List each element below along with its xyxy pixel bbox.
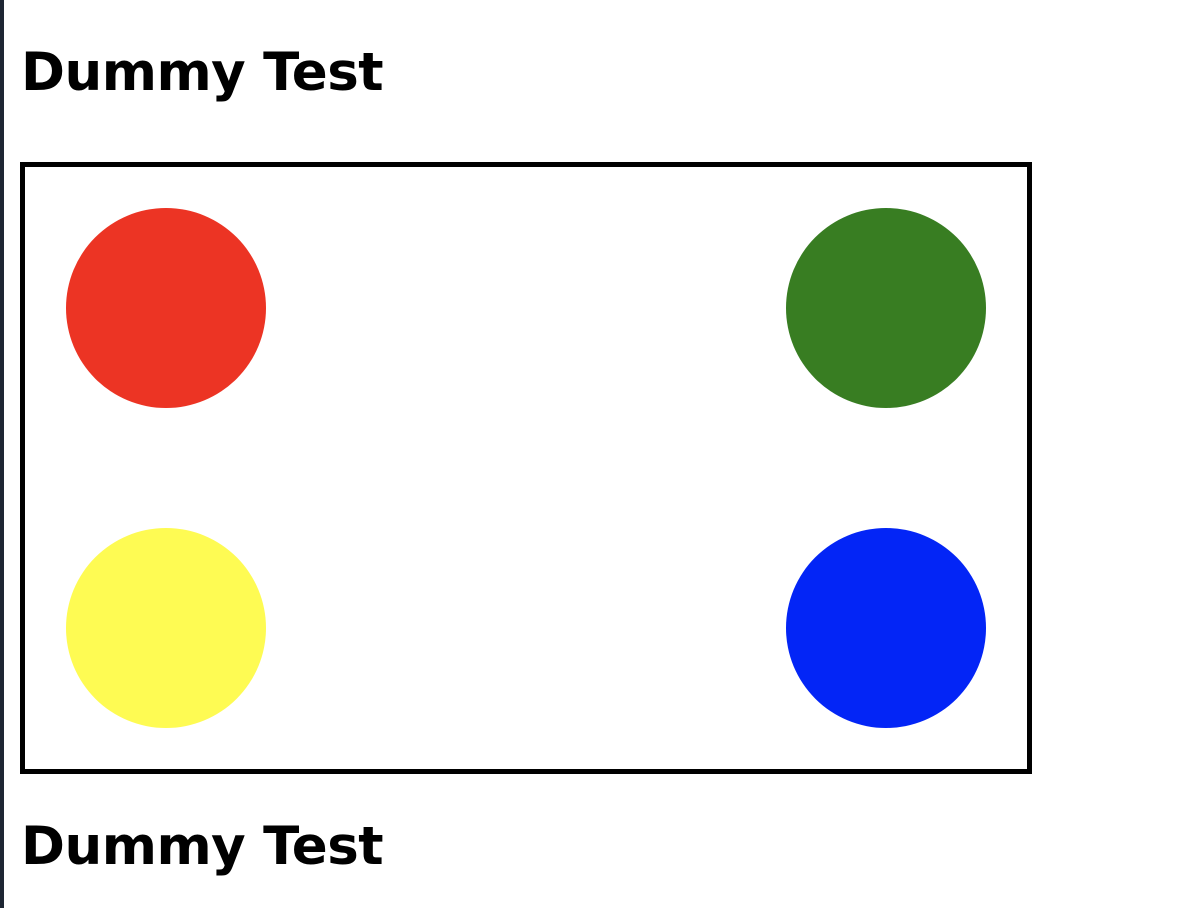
window-left-edge [0,0,4,908]
blue-circle [786,528,986,728]
footer-title: Dummy Test [21,816,384,877]
circle-panel [20,162,1032,774]
page-title: Dummy Test [21,42,384,103]
red-circle [66,208,266,408]
green-circle [786,208,986,408]
yellow-circle [66,528,266,728]
